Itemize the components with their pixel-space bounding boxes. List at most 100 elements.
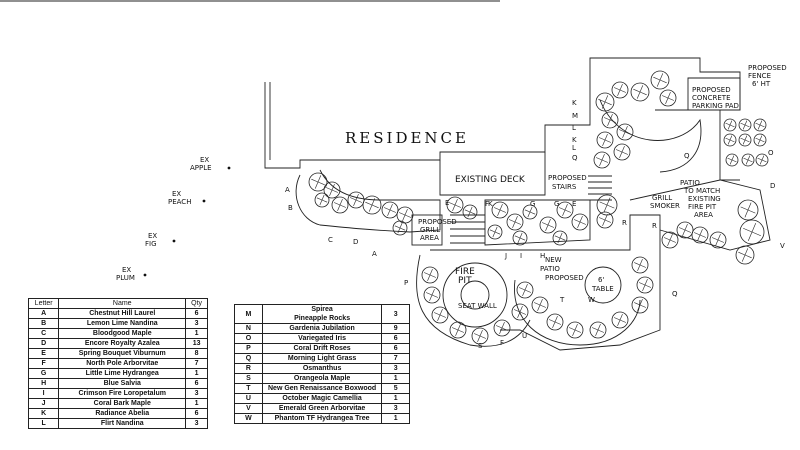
patio-match-label-1: PATIO bbox=[680, 179, 700, 187]
residence-label: RESIDENCE bbox=[345, 129, 469, 147]
legend-letter: L bbox=[27, 418, 60, 429]
legend-plant-name: New Gen Renaissance Boxwood bbox=[261, 383, 383, 394]
shrub-symbol bbox=[446, 196, 464, 214]
shrub-symbol bbox=[331, 196, 349, 214]
legend-letter: B bbox=[27, 318, 60, 329]
shrub-symbol bbox=[471, 327, 489, 345]
existing-deck-outline bbox=[439, 152, 546, 196]
legend-letter: S bbox=[234, 373, 263, 384]
plant-key-tag: D bbox=[770, 182, 775, 190]
plant-key-tag: L bbox=[572, 144, 576, 152]
rear-garden-curve bbox=[599, 99, 702, 173]
shrub-symbol bbox=[431, 306, 449, 324]
legend-plant-name: Chestnut Hill Laurel bbox=[58, 308, 187, 319]
legend-plant-name: Orangeola Maple bbox=[261, 373, 383, 384]
fire-pit-circle bbox=[460, 280, 490, 310]
svg-text:APPLE: APPLE bbox=[190, 164, 212, 172]
shrub-symbol bbox=[596, 211, 614, 229]
shrub-symbol bbox=[631, 296, 649, 314]
seat-wall-label: SEAT WALL bbox=[458, 302, 497, 310]
parking-pad-label-3: PARKING PAD bbox=[692, 102, 739, 110]
legend-qty: 9 bbox=[381, 323, 410, 334]
legend-letter: P bbox=[234, 343, 263, 354]
plant-key-tag: C bbox=[328, 236, 333, 244]
plant-key-tag: G bbox=[554, 200, 559, 208]
plant-key-tag: R bbox=[652, 222, 657, 230]
shrub-symbol bbox=[516, 281, 534, 299]
shrub-symbol bbox=[571, 213, 589, 231]
legend-plant-name: Variegated Iris bbox=[261, 333, 383, 344]
legend-plant-name: Blue Salvia bbox=[58, 378, 187, 389]
svg-text:EX: EX bbox=[148, 232, 157, 240]
legend-letter: C bbox=[27, 328, 60, 339]
shrub-symbol bbox=[493, 319, 511, 337]
shrub-symbol bbox=[512, 230, 528, 246]
shrub-symbol bbox=[462, 204, 478, 220]
plant-key-tag: E bbox=[445, 199, 449, 207]
legend-qty: 6 bbox=[381, 333, 410, 344]
legend-letter: F bbox=[27, 358, 60, 369]
deck-planting-bed bbox=[484, 199, 591, 246]
legend-plant-name: Gardenia Jubilation bbox=[261, 323, 383, 334]
shrub-symbol bbox=[601, 111, 619, 129]
left-planting-bed bbox=[295, 169, 441, 233]
stairs-label-1: PROPOSED bbox=[548, 174, 587, 182]
shrub-symbol bbox=[566, 321, 584, 339]
shrub-symbol bbox=[650, 70, 670, 90]
patio-to-match-outline bbox=[629, 179, 771, 251]
legend-qty: 5 bbox=[381, 383, 410, 394]
legend-letter: R bbox=[234, 363, 263, 374]
shrub-symbol bbox=[753, 133, 767, 147]
shrub-symbol bbox=[531, 296, 549, 314]
shrub-symbol bbox=[613, 143, 631, 161]
plant-key-tag: V bbox=[780, 242, 785, 250]
plant-key-tag: I bbox=[520, 252, 522, 260]
legend-qty: 1 bbox=[185, 328, 208, 339]
fire-pit-label-1: FIRE bbox=[455, 267, 475, 277]
legend-qty: 7 bbox=[185, 358, 208, 369]
svg-text:EX: EX bbox=[200, 156, 209, 164]
patio-match-label-2: TO MATCH bbox=[683, 187, 720, 195]
legend-plant-name: Phantom TF Hydrangea Tree bbox=[261, 413, 383, 424]
ex-plum-tree: EX PLUM bbox=[116, 266, 147, 282]
plant-key-tag: S bbox=[478, 342, 483, 350]
legend-plant-name: Little Lime Hydrangea bbox=[58, 368, 187, 379]
ex-apple-tree: EX APPLE bbox=[190, 156, 231, 172]
grill-smoker-label-2: SMOKER bbox=[650, 202, 680, 210]
legend-qty: 1 bbox=[381, 393, 410, 404]
shrub-symbol bbox=[631, 256, 649, 274]
shrub-symbol bbox=[595, 92, 615, 112]
shrub-symbol bbox=[755, 153, 769, 167]
plant-key-tag: O bbox=[768, 149, 774, 157]
legend-letter: M bbox=[234, 304, 263, 324]
legend-letter: G bbox=[27, 368, 60, 379]
legend-qty: 1 bbox=[381, 413, 410, 424]
plant-key-tag: B bbox=[288, 204, 293, 212]
parking-pad-label-1: PROPOSED bbox=[692, 86, 731, 94]
shrub-symbol bbox=[423, 286, 441, 304]
shrub-symbol bbox=[589, 321, 607, 339]
shrub-symbol bbox=[552, 230, 568, 246]
plant-key-tag: A bbox=[372, 250, 377, 258]
legend-letter: E bbox=[27, 348, 60, 359]
svg-text:PLUM: PLUM bbox=[116, 274, 135, 282]
patio-match-label-4: FIRE PIT bbox=[688, 203, 717, 211]
legend-plant-name: Emerald Green Arborvitae bbox=[261, 403, 383, 414]
legend-plant-name: Coral Drift Roses bbox=[261, 343, 383, 354]
shrub-symbol bbox=[738, 118, 752, 132]
plant-key-tag: E bbox=[572, 200, 576, 208]
legend-qty: 1 bbox=[381, 373, 410, 384]
shrub-symbol bbox=[308, 172, 328, 192]
